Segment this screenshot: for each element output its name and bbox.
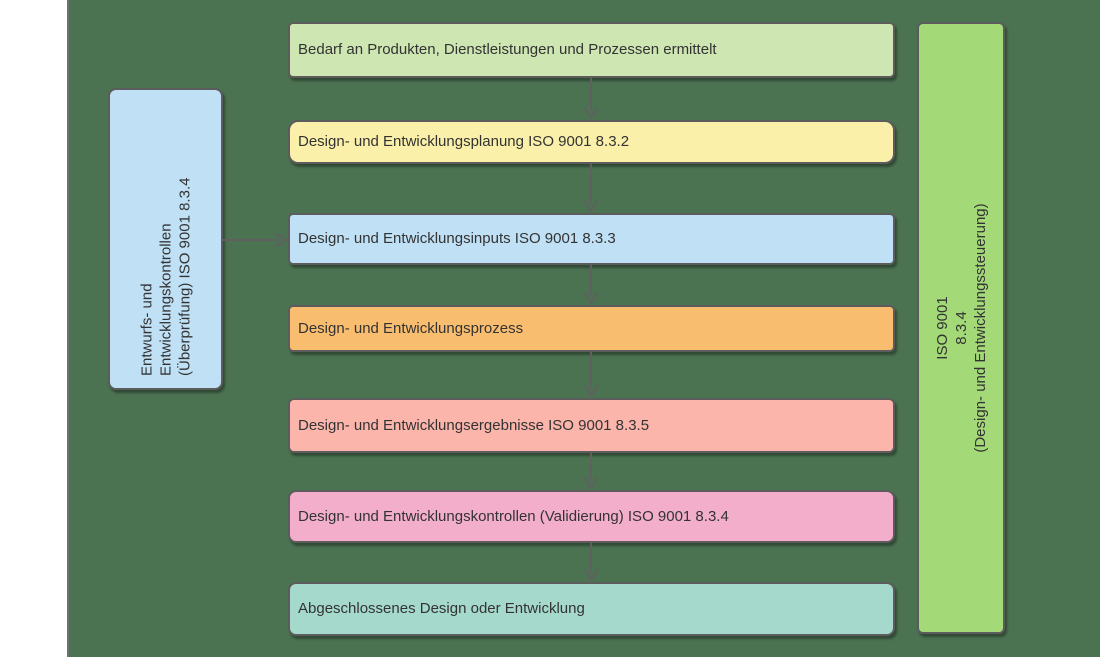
side-note-line: (Überprüfung) ISO 9001 8.3.4 <box>176 177 193 376</box>
side-note-ueberpruefung: Entwurfs- und Entwicklungskontrollen (Üb… <box>108 88 223 390</box>
side-note-line: ISO 9001 <box>933 296 951 360</box>
flow-step-inputs: Design- und Entwicklungsinputs ISO 9001 … <box>288 213 895 265</box>
arrow-down-6 <box>584 542 598 581</box>
flow-step-abgeschlossen: Abgeschlossenes Design oder Entwicklung <box>288 582 895 636</box>
arrow-down-4 <box>584 351 598 397</box>
side-note-steuerung-text: ISO 9001 8.3.4 (Design- und Entwicklungs… <box>919 24 1003 632</box>
flow-step-ergebnisse: Design- und Entwicklungsergebnisse ISO 9… <box>288 398 895 453</box>
arrow-down-5 <box>584 452 598 489</box>
arrow-down-2 <box>584 163 598 212</box>
side-note-ueberpruefung-text: Entwurfs- und Entwicklungskontrollen (Üb… <box>110 90 221 388</box>
flow-step-bedarf: Bedarf an Produkten, Dienstleistungen un… <box>288 22 895 78</box>
side-note-line: 8.3.4 <box>952 311 970 345</box>
side-note-line: (Design- und Entwicklungssteuerung) <box>971 203 989 453</box>
flow-step-planung-label: Design- und Entwicklungsplanung ISO 9001… <box>298 133 630 150</box>
side-note-steuerung: ISO 9001 8.3.4 (Design- und Entwicklungs… <box>917 22 1005 634</box>
side-note-line: Entwurfs- und <box>138 283 155 376</box>
arrow-down-1 <box>584 77 598 119</box>
flow-step-planung: Design- und Entwicklungsplanung ISO 9001… <box>288 120 895 164</box>
flow-step-abgeschlossen-label: Abgeschlossenes Design oder Entwicklung <box>298 600 585 617</box>
flow-step-prozess: Design- und Entwicklungsprozess <box>288 305 895 352</box>
arrow-right-ueberpruefung-to-inputs <box>222 233 287 247</box>
arrow-down-3 <box>584 264 598 304</box>
flow-step-prozess-label: Design- und Entwicklungsprozess <box>298 319 524 337</box>
flow-step-inputs-label: Design- und Entwicklungsinputs ISO 9001 … <box>298 230 616 247</box>
flow-step-kontrollen-validierung: Design- und Entwicklungskontrollen (Vali… <box>288 490 895 543</box>
side-note-line: Entwicklungskontrollen <box>157 223 174 376</box>
flow-step-kontrollen-validierung-label: Design- und Entwicklungskontrollen (Vali… <box>298 507 729 525</box>
flow-step-bedarf-label: Bedarf an Produkten, Dienstleistungen un… <box>298 41 717 58</box>
flow-step-ergebnisse-label: Design- und Entwicklungsergebnisse ISO 9… <box>298 416 650 434</box>
